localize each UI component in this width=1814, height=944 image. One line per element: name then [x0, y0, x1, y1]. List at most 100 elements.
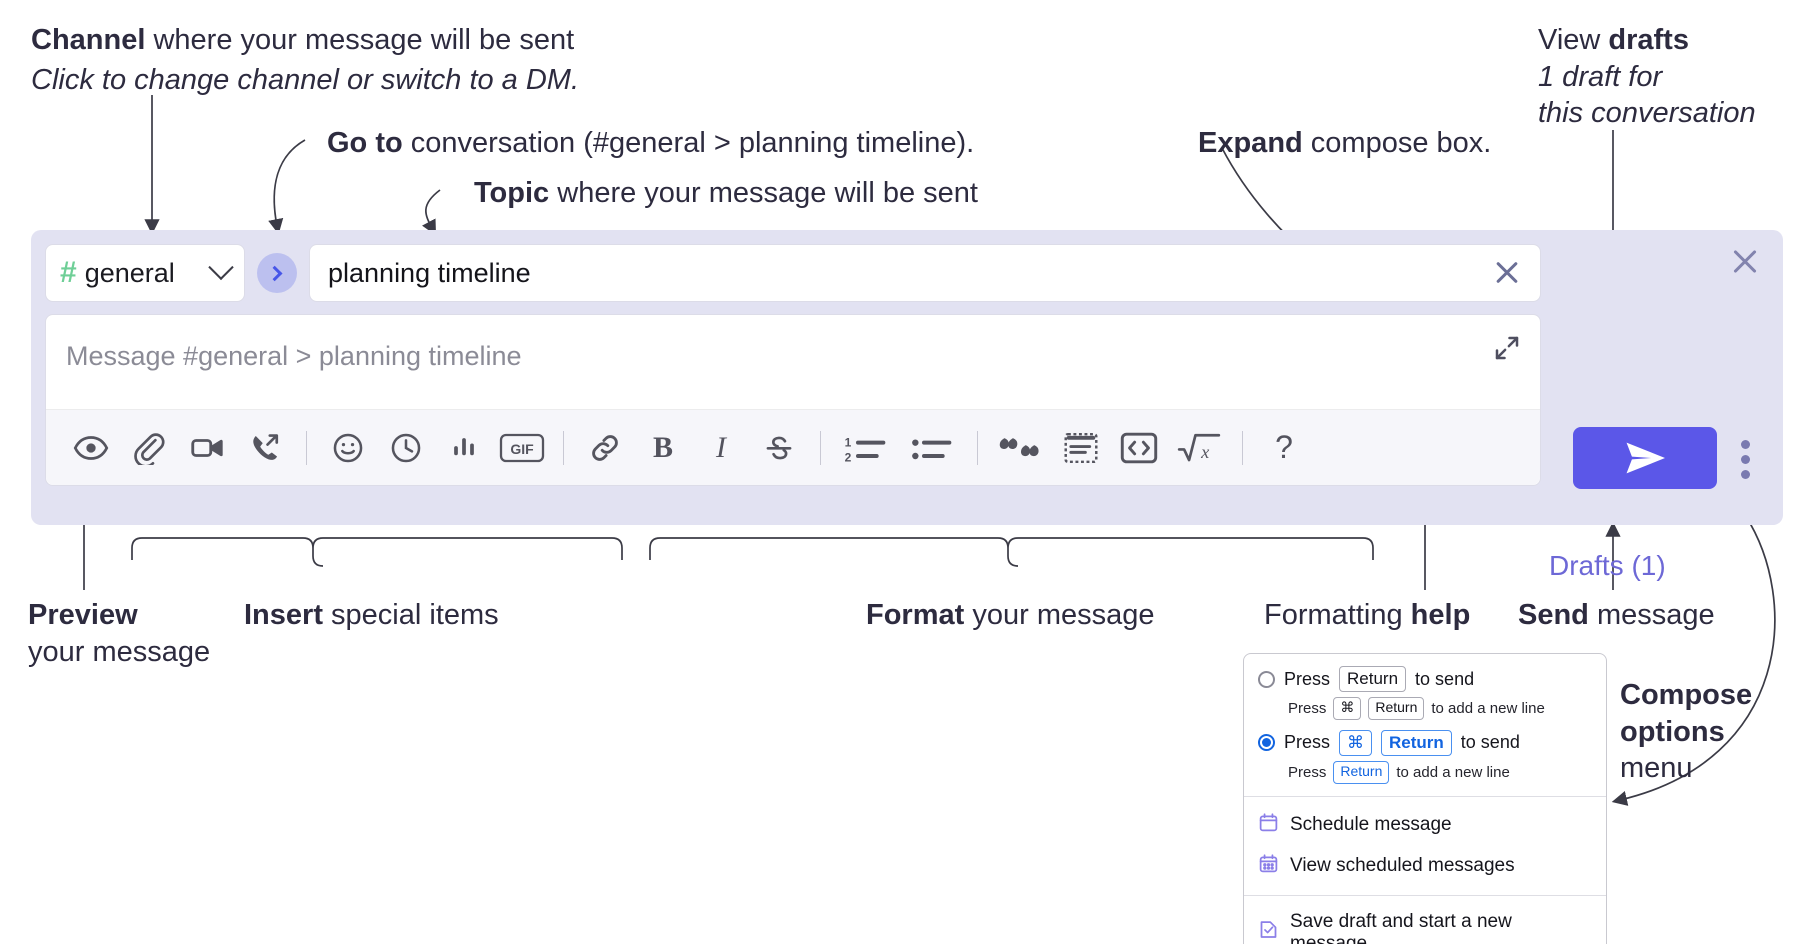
svg-text:2: 2: [845, 450, 852, 464]
annotation-insert-bold: Insert: [244, 599, 323, 631]
annotation-topic: Topic where your message will be sent: [474, 175, 978, 212]
code-block-icon[interactable]: [1052, 419, 1110, 477]
option2-post: to send: [1460, 732, 1520, 753]
option1-pre: Press: [1284, 668, 1331, 689]
clock-icon[interactable]: [377, 419, 435, 477]
annotation-drafts-line3: this conversation: [1538, 97, 1756, 130]
annotation-goto-bold: Go to: [327, 127, 403, 159]
option-return-to-send[interactable]: Press Return to send: [1258, 666, 1592, 693]
annotation-compose-bold1: Compose: [1620, 679, 1753, 711]
blockquote-icon[interactable]: [990, 419, 1052, 477]
radio-selected[interactable]: [1258, 734, 1275, 752]
annotation-topic-rest: where your message will be sent: [549, 177, 978, 209]
annotation-format-bold: Format: [866, 599, 965, 631]
menu-item-label: Save draft and start a new message: [1290, 910, 1512, 944]
code-icon[interactable]: [1110, 419, 1168, 477]
bulleted-list-icon[interactable]: [899, 419, 965, 477]
annotation-goto: Go to conversation (#general > planning …: [327, 125, 974, 162]
poll-icon[interactable]: [435, 419, 493, 477]
key-command: ⌘: [1339, 729, 1373, 756]
compose-header-row: # general planning timeline: [45, 242, 1541, 304]
video-camera-icon[interactable]: [178, 419, 236, 477]
svg-text:1: 1: [845, 435, 852, 449]
menu-item-schedule-message[interactable]: Schedule message: [1258, 805, 1592, 846]
send-shortcut-options: Press Return to send Press ⌘ Return to a…: [1244, 654, 1606, 796]
annotation-format-rest: your message: [964, 599, 1155, 631]
channel-selector[interactable]: # general: [45, 244, 245, 302]
option1-sub-post: to add a new line: [1431, 700, 1545, 717]
ordered-list-icon[interactable]: 1 2: [833, 419, 899, 477]
save-draft-section: Save draft and start a new message: [1244, 894, 1606, 944]
annotation-drafts-line2: 1 draft for: [1538, 60, 1663, 93]
send-button[interactable]: [1573, 427, 1717, 489]
option1-post: to send: [1415, 668, 1475, 689]
more-vertical-icon[interactable]: [1741, 440, 1750, 479]
close-icon[interactable]: [1490, 256, 1524, 290]
annotation-topic-bold: Topic: [474, 177, 550, 209]
topic-value: planning timeline: [328, 257, 531, 288]
annotation-expand-rest: compose box.: [1302, 127, 1492, 159]
goto-conversation-button[interactable]: [257, 253, 297, 293]
annotation-goto-rest: conversation (#general > planning timeli…: [402, 127, 975, 159]
annotation-compose-options: Compose options menu: [1620, 677, 1752, 787]
toolbar-divider: [977, 430, 978, 465]
svg-text:GIF: GIF: [510, 441, 534, 457]
annotation-help-pre: Formatting: [1264, 599, 1411, 631]
save-draft-icon: [1258, 919, 1279, 944]
bold-icon[interactable]: B: [652, 430, 673, 464]
menu-item-save-draft[interactable]: Save draft and start a new message: [1258, 904, 1592, 944]
annotation-channel-sub: Click to change channel or switch to a D…: [31, 63, 580, 96]
option2-sub-pre: Press: [1288, 763, 1327, 781]
drafts-link[interactable]: Drafts (1): [1549, 550, 1666, 581]
annotation-drafts-bold: drafts: [1608, 24, 1689, 56]
strikethrough-icon[interactable]: [750, 419, 808, 477]
annotation-send-bold: Send: [1518, 599, 1589, 631]
attachment-icon[interactable]: [120, 419, 178, 477]
calendar-icon: [1258, 812, 1279, 839]
emoji-icon[interactable]: [319, 419, 377, 477]
annotation-channel-bold: Channel: [31, 24, 146, 56]
italic-icon[interactable]: I: [716, 430, 726, 464]
gif-icon[interactable]: GIF: [493, 419, 551, 477]
option2-pre: Press: [1284, 732, 1331, 753]
annotation-insert: Insert special items: [244, 597, 499, 634]
audio-clip-icon[interactable]: [236, 419, 294, 477]
option1-sub-pre: Press: [1288, 700, 1327, 717]
menu-item-view-scheduled[interactable]: View scheduled messages: [1258, 846, 1592, 887]
key-command: ⌘: [1333, 697, 1362, 720]
topic-input[interactable]: planning timeline: [309, 244, 1541, 302]
toolbar-divider: [820, 430, 821, 465]
annotation-compose-rest: menu: [1620, 752, 1693, 785]
radio-unselected[interactable]: [1258, 670, 1275, 688]
preview-icon[interactable]: [62, 419, 120, 477]
annotation-send: Send message: [1518, 597, 1715, 634]
annotation-channel-rest: where your message will be sent: [145, 24, 575, 56]
toolbar-divider: [306, 430, 307, 465]
math-icon[interactable]: x: [1168, 419, 1230, 477]
annotation-formatting-help: Formatting help: [1264, 597, 1470, 634]
annotation-expand-bold: Expand: [1198, 127, 1303, 159]
expand-icon[interactable]: [1492, 333, 1522, 363]
formatting-toolbar: GIF B: [46, 409, 1540, 485]
annotation-preview-line2: your message: [28, 635, 211, 668]
annotation-preview-bold: Preview: [28, 599, 138, 631]
option-cmd-return-to-send[interactable]: Press ⌘ Return to send: [1258, 729, 1592, 756]
schedule-section: Schedule message View scheduled messages: [1244, 795, 1606, 895]
key-return: Return: [1368, 697, 1425, 720]
option2-sub-post: to add a new line: [1396, 763, 1510, 781]
annotation-preview: Preview your message: [28, 597, 210, 670]
help-icon[interactable]: ?: [1275, 429, 1293, 465]
option1-subtext: Press ⌘ Return to add a new line: [1288, 697, 1592, 720]
close-icon[interactable]: [1729, 246, 1761, 278]
hash-icon: #: [60, 256, 77, 289]
annotation-compose-bold2: options: [1620, 715, 1725, 748]
annotation-insert-rest: special items: [322, 599, 499, 631]
annotation-help-bold: help: [1410, 599, 1471, 631]
toolbar-divider: [1242, 430, 1243, 465]
link-icon[interactable]: [576, 419, 634, 477]
annotation-send-rest: message: [1588, 599, 1715, 631]
message-input-box[interactable]: Message #general > planning timeline: [45, 314, 1541, 486]
annotation-expand: Expand compose box.: [1198, 125, 1491, 162]
key-return: Return: [1333, 761, 1390, 784]
message-placeholder: Message #general > planning timeline: [66, 341, 522, 371]
